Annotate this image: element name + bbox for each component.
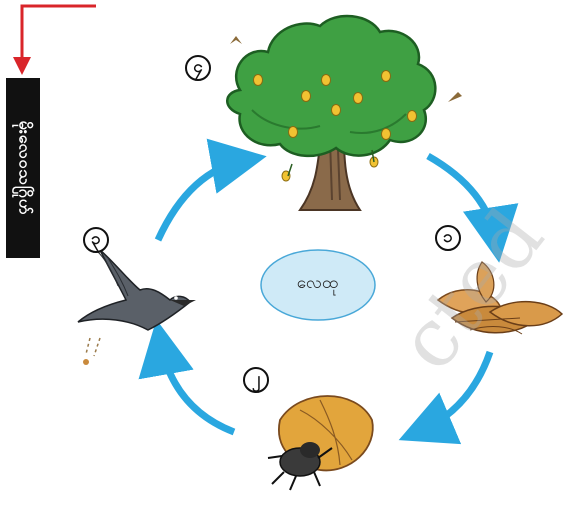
cycle-arrow-beetle-to-bird — [138, 319, 236, 436]
side-title-label: မိုးလေဝသဂြိုဟ် — [6, 78, 40, 258]
tree-illustration — [185, 14, 462, 211]
stage-number-bird: ၃ — [91, 228, 101, 249]
cycle-arrow-leaves-to-beetle — [398, 350, 494, 445]
bird-illustration — [77, 227, 196, 365]
center-label: လေထု — [296, 272, 339, 293]
stage-number-beetle: ၂ — [251, 368, 261, 389]
stage-number-tree: ၄ — [193, 56, 203, 77]
cycle-arrow-bird-to-tree — [154, 138, 267, 242]
cycle-arrow-tree-to-leaves — [426, 152, 519, 263]
side-title-text: မိုးလေဝသဂြိုဟ် — [15, 120, 35, 216]
beetle-illustration — [243, 367, 374, 491]
center-ellipse — [260, 249, 376, 321]
stage-number-dry-leaves: ၁ — [443, 226, 453, 247]
pointer-arrow — [13, 4, 96, 75]
dry-leaves-illustration — [435, 225, 564, 335]
